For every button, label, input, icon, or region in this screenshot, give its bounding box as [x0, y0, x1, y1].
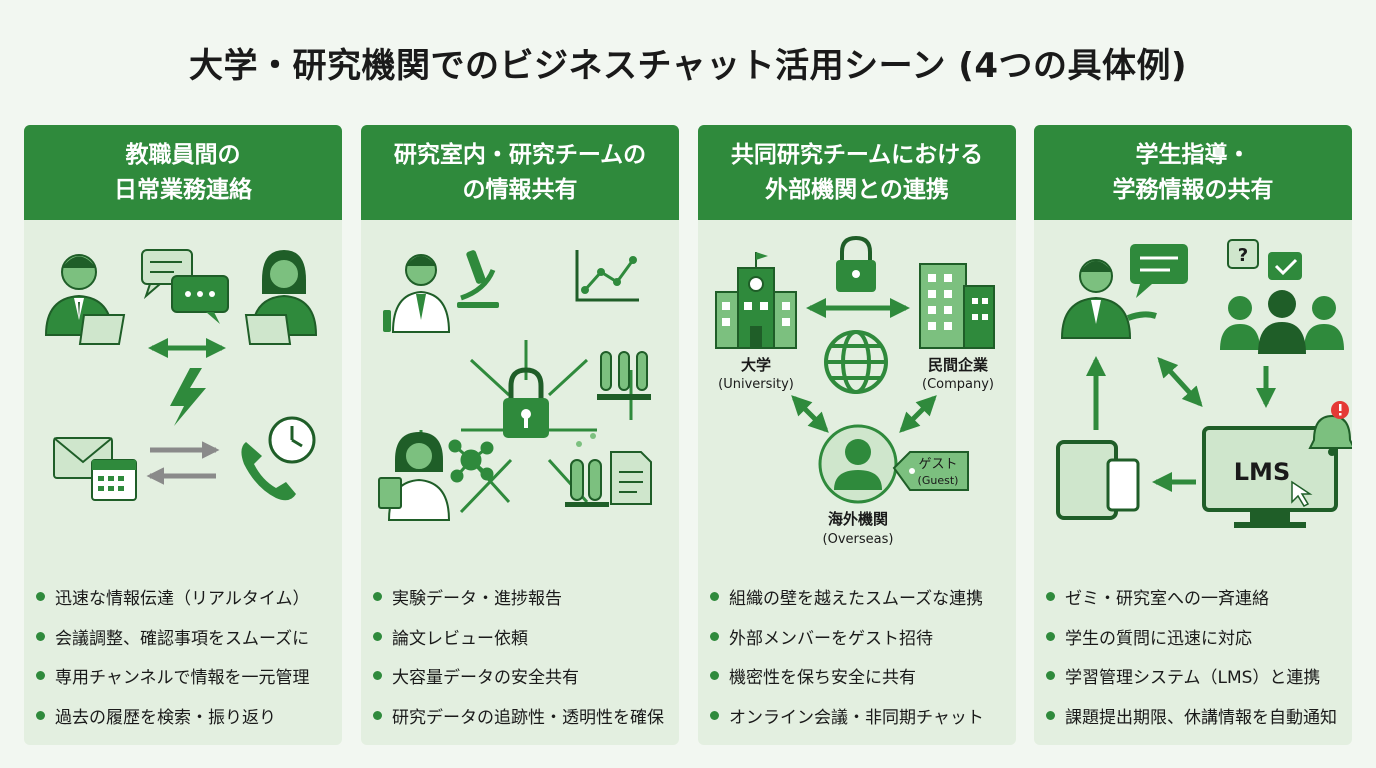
bullet-dot-icon: [1046, 592, 1055, 602]
card-title-line-1: 学生指導・: [1135, 141, 1251, 168]
overseas-label: 海外機関: [828, 510, 888, 528]
university-label: 大学: [741, 356, 771, 374]
lightning-icon: [170, 368, 206, 426]
students-group-icon: ?: [1220, 239, 1344, 354]
card-header: 研究室内・研究チームの の情報共有: [361, 125, 679, 220]
bullet-dot-icon: [36, 631, 45, 641]
card-title-line-2: 日常業務連絡: [114, 176, 252, 203]
card-student-guidance: 学生指導・ 学務情報の共有: [1034, 125, 1352, 745]
card-illustration: ?: [1034, 220, 1352, 570]
list-item: 専用チャンネルで情報を一元管理: [24, 656, 342, 696]
test-tubes-icon: [597, 351, 651, 400]
feature-list: ゼミ・研究室への一斉連絡 学生の質問に迅速に対応 学習管理システム（LMS）と連…: [1034, 577, 1352, 735]
card-external-collaboration: 共同研究チームにおける 外部機関との連携: [698, 125, 1016, 745]
feature-list: 実験データ・進捗報告 論文レビュー依頼 大容量データの安全共有 研究データの追跡…: [361, 577, 679, 735]
list-item: 外部メンバーをゲスト招待: [698, 617, 1016, 657]
bullet-dot-icon: [36, 710, 45, 720]
staff-female-laptop-icon: [244, 250, 318, 345]
globe-icon: [824, 330, 888, 394]
researcher-female-icon: [378, 432, 451, 521]
university-building-icon: [715, 252, 797, 349]
list-item: 機密性を保ち安全に共有: [698, 656, 1016, 696]
bullet-dot-icon: [373, 631, 382, 641]
chat-bubbles-icon: [141, 249, 229, 324]
card-illustration: [24, 220, 342, 570]
teacher-icon: [1060, 259, 1157, 339]
message-icon: [1130, 244, 1188, 298]
phone-clock-icon: [241, 416, 316, 501]
card-illustration: 大学 (University): [698, 220, 1016, 570]
list-item: 研究データの追跡性・透明性を確保: [361, 696, 679, 736]
bullet-dot-icon: [710, 710, 719, 720]
bullet-dot-icon: [36, 592, 45, 602]
card-header: 共同研究チームにおける 外部機関との連携: [698, 125, 1016, 220]
list-item: ゼミ・研究室への一斉連絡: [1034, 577, 1352, 617]
card-header: 学生指導・ 学務情報の共有: [1034, 125, 1352, 220]
bell-alert-icon: [1308, 401, 1352, 456]
bullet-dot-icon: [710, 671, 719, 681]
university-en-label: (University): [718, 377, 794, 392]
bullet-dot-icon: [1046, 671, 1055, 681]
mail-calendar-icon: [53, 437, 137, 501]
list-item: 迅速な情報伝達（リアルタイム）: [24, 577, 342, 617]
data-document-icon: [565, 433, 652, 507]
lock-icon: [503, 367, 549, 438]
list-item: 論文レビュー依頼: [361, 617, 679, 657]
bullet-dot-icon: [1046, 710, 1055, 720]
card-header: 教職員間の 日常業務連絡: [24, 125, 342, 220]
microscope-icon: [383, 250, 499, 332]
overseas-person-icon: [818, 424, 898, 504]
list-item: オンライン会議・非同期チャット: [698, 696, 1016, 736]
list-item: 組織の壁を越えたスムーズな連携: [698, 577, 1016, 617]
list-item: 過去の履歴を検索・振り返り: [24, 696, 342, 736]
card-title-line-2: 学務情報の共有: [1112, 176, 1274, 203]
card-staff-communication: 教職員間の 日常業務連絡: [24, 125, 342, 745]
bullet-dot-icon: [373, 671, 382, 681]
lock-icon: [836, 235, 876, 292]
card-title-line-1: 共同研究チームにおける: [730, 141, 984, 168]
list-item: 大容量データの安全共有: [361, 656, 679, 696]
bullet-dot-icon: [710, 592, 719, 602]
guest-en-label: (Guest): [918, 474, 959, 487]
card-illustration: [361, 220, 679, 570]
card-research-sharing: 研究室内・研究チームの の情報共有: [361, 125, 679, 745]
company-label: 民間企業: [928, 356, 989, 374]
lms-monitor-icon: [1202, 426, 1338, 528]
guest-label: ゲスト: [918, 457, 957, 472]
list-item: 学生の質問に迅速に対応: [1034, 617, 1352, 657]
feature-list: 組織の壁を越えたスムーズな連携 外部メンバーをゲスト招待 機密性を保ち安全に共有…: [698, 577, 1016, 735]
bullet-dot-icon: [373, 592, 382, 602]
staff-male-laptop-icon: [44, 254, 126, 345]
card-title-line-1: 教職員間の: [125, 141, 241, 168]
bullet-dot-icon: [373, 710, 382, 720]
page-title: 大学・研究機関でのビジネスチャット活用シーン (4つの具体例): [188, 46, 1188, 86]
guest-tag-icon: [892, 451, 969, 491]
card-title-line-2: の情報共有: [462, 176, 578, 203]
overseas-en-label: (Overseas): [823, 532, 894, 547]
card-title-line-1: 研究室内・研究チームの: [393, 141, 647, 168]
list-item: 課題提出期限、休講情報を自動通知: [1034, 696, 1352, 736]
bullet-dot-icon: [1046, 631, 1055, 641]
card-title-line-2: 外部機関との連携: [765, 176, 949, 203]
list-item: 会議調整、確認事項をスムーズに: [24, 617, 342, 657]
bullet-dot-icon: [36, 671, 45, 681]
line-graph-icon: [575, 250, 639, 302]
list-item: 学習管理システム（LMS）と連携: [1034, 656, 1352, 696]
company-en-label: (Company): [922, 377, 994, 392]
bullet-dot-icon: [710, 631, 719, 641]
feature-list: 迅速な情報伝達（リアルタイム） 会議調整、確認事項をスムーズに 専用チャンネルで…: [24, 577, 342, 735]
company-building-icon: [919, 263, 995, 349]
researcher-male-icon: [391, 254, 451, 333]
list-item: 実験データ・進捗報告: [361, 577, 679, 617]
tablet-phone-icon: [1056, 440, 1140, 520]
question-mark: ?: [1238, 245, 1248, 266]
molecule-icon: [448, 439, 494, 483]
lms-label: LMS: [1234, 458, 1290, 486]
